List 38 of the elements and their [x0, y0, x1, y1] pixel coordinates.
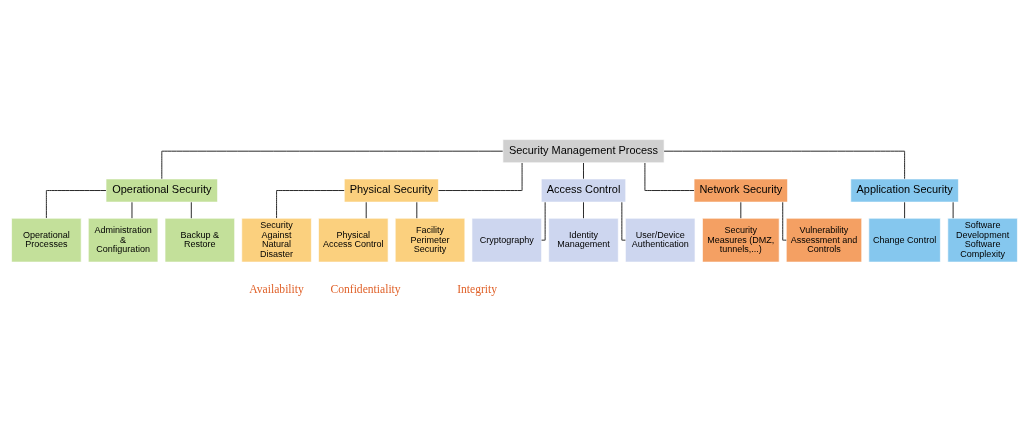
connector — [438, 162, 523, 191]
connector — [541, 201, 546, 241]
node-box: Operational Security — [105, 178, 218, 202]
connector — [161, 150, 504, 179]
connector — [740, 201, 742, 219]
node-box: Identity Management — [548, 217, 619, 262]
connector — [904, 201, 906, 219]
label: Integrity — [457, 282, 498, 296]
connector — [190, 201, 192, 219]
connector — [782, 201, 787, 241]
connector — [663, 150, 906, 179]
node-box: Application Security — [850, 178, 959, 202]
node-box: Operational Processes — [11, 217, 82, 262]
node-box: Network Security — [693, 178, 788, 202]
connector — [416, 201, 418, 219]
node-box: Physical Access Control — [318, 217, 389, 262]
node-box: Software Development Software Complexity — [947, 217, 1018, 262]
connector — [644, 162, 695, 191]
node-box: Administration & Configuration — [88, 217, 159, 262]
connector — [583, 162, 584, 179]
node-box: Vulnerability Assessment and Controls — [785, 217, 863, 262]
node-box: Security Against Natural Disaster — [241, 217, 312, 262]
node-box: Facility Perimeter Security — [394, 217, 466, 262]
connector — [276, 189, 345, 218]
node-box: Access Control — [540, 178, 627, 202]
node-box: Backup & Restore — [164, 217, 235, 262]
node-box: Physical Security — [343, 178, 439, 202]
node-box: Change Control — [868, 217, 941, 262]
connector — [45, 189, 107, 218]
node-box: Security Management Process — [502, 138, 665, 163]
node-box: User/Device Authentication — [625, 217, 696, 262]
node-box: Cryptography — [471, 217, 542, 262]
label: Availability — [249, 282, 304, 296]
label: Confidentiality — [330, 282, 401, 296]
connector — [583, 201, 584, 219]
node-box: Security Measures (DMZ, tunnels,...) — [702, 217, 780, 262]
connector — [365, 201, 367, 219]
connector — [621, 201, 626, 241]
